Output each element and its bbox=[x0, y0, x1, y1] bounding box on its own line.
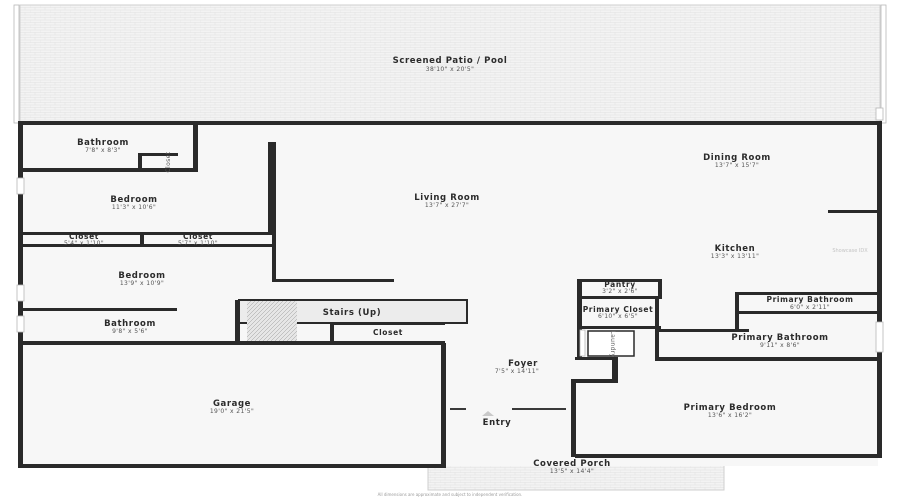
interior-walls bbox=[22, 123, 878, 457]
garage-label: Garage bbox=[213, 399, 251, 409]
bathroom-2-label: Bathroom bbox=[104, 319, 156, 329]
kitchen-label: Kitchen bbox=[715, 244, 756, 254]
entry-arrow-icon bbox=[482, 411, 494, 416]
bathroom-2-dim: 9'8" x 5'6" bbox=[112, 328, 148, 335]
dining-room-label: Dining Room bbox=[703, 153, 771, 163]
foyer-dim: 7'5" x 14'11" bbox=[495, 368, 539, 375]
primary-bathroom-dim: 9'11" x 8'6" bbox=[760, 342, 800, 349]
laundry-label: Laundry bbox=[609, 330, 616, 357]
covered-porch-label: Covered Porch bbox=[533, 459, 611, 469]
room-labels: Screened Patio / Pool 38'10" x 20'5" Bat… bbox=[64, 56, 868, 497]
living-room-label: Living Room bbox=[414, 193, 480, 203]
windows bbox=[16, 107, 884, 357]
primary-bathroom-wc-label: Primary Bathroom bbox=[767, 295, 854, 304]
entry-door bbox=[450, 405, 566, 416]
bedroom-1-dim: 11'3" x 10'6" bbox=[112, 204, 156, 211]
primary-closet-dim: 6'10" x 6'5" bbox=[598, 313, 638, 320]
primary-closet-label: Primary Closet bbox=[583, 305, 654, 314]
bedroom-1-label: Bedroom bbox=[110, 195, 157, 205]
primary-bedroom-label: Primary Bedroom bbox=[684, 403, 777, 413]
primary-bathroom-wc-dim: 6'0" x 2'11" bbox=[790, 304, 830, 311]
closet-hall-label: Closet bbox=[373, 328, 403, 337]
screened-patio-dim: 38'10" x 20'5" bbox=[426, 66, 475, 73]
primary-bathroom-label: Primary Bathroom bbox=[731, 333, 828, 343]
closet-b-dim: 5'7" x 1'10" bbox=[178, 240, 218, 247]
closet-small-label: Closet bbox=[165, 151, 172, 172]
pantry-label: Pantry bbox=[604, 280, 635, 289]
covered-porch-dim: 13'5" x 14'4" bbox=[550, 468, 594, 475]
screened-patio-area bbox=[13, 4, 887, 124]
stairs-block bbox=[238, 299, 468, 341]
screened-patio-label: Screened Patio / Pool bbox=[393, 56, 508, 66]
plan-footnote: All dimensions are approximate and subje… bbox=[378, 492, 523, 497]
living-room-dim: 13'7" x 27'7" bbox=[425, 202, 469, 209]
dining-room-dim: 13'7" x 15'7" bbox=[715, 162, 759, 169]
bedroom-2-label: Bedroom bbox=[118, 271, 165, 281]
bedroom-2-dim: 13'9" x 10'9" bbox=[120, 280, 164, 287]
bathroom-1-label: Bathroom bbox=[77, 138, 129, 148]
bathroom-1-dim: 7'8" x 8'3" bbox=[85, 147, 121, 154]
laundry-box bbox=[587, 330, 635, 357]
closet-a-dim: 5'4" x 1'10" bbox=[64, 240, 104, 247]
pantry-dim: 3'2" x 2'6" bbox=[602, 288, 638, 295]
stairs-label: Stairs (Up) bbox=[323, 308, 381, 318]
closet-b-label: Closet bbox=[183, 232, 213, 241]
foyer-label: Foyer bbox=[508, 359, 538, 369]
primary-bedroom-dim: 13'6" x 16'2" bbox=[708, 412, 752, 419]
entry-label: Entry bbox=[483, 418, 512, 428]
garage-dim: 19'0" x 21'5" bbox=[210, 408, 254, 415]
closet-a-label: Closet bbox=[69, 232, 99, 241]
watermark: Showcase IDX bbox=[832, 248, 868, 254]
kitchen-dim: 13'3" x 13'11" bbox=[711, 253, 760, 260]
